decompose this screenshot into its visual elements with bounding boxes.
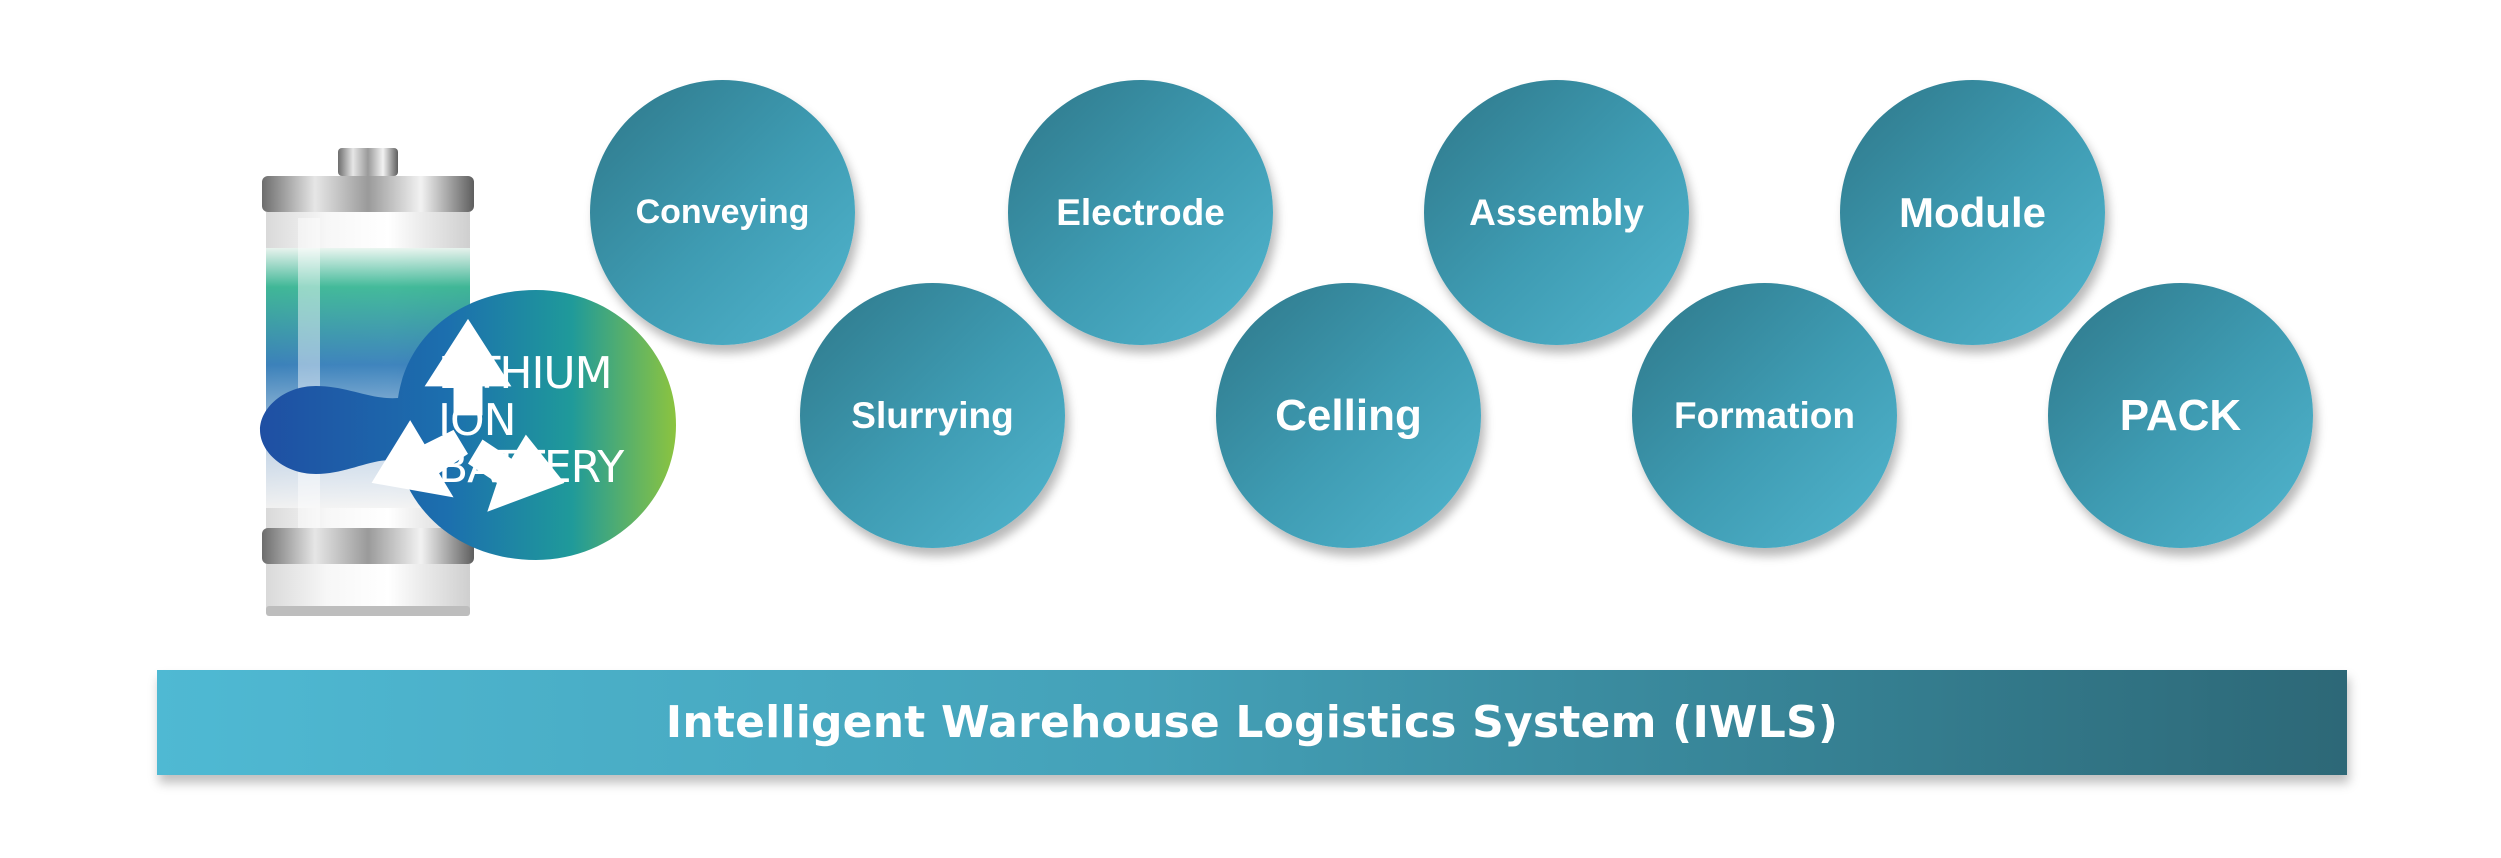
- step-label: Formation: [1674, 394, 1855, 436]
- step-formation: Formation: [1632, 283, 1897, 548]
- iwls-label: Intelligent Warehouse Logistics System (…: [665, 697, 1839, 748]
- recycle-icon: [371, 318, 565, 512]
- step-label: Conveying: [635, 193, 810, 231]
- step-label: Celling: [1275, 390, 1422, 440]
- step-module: Module: [1840, 80, 2105, 345]
- logo-text: LITHIUM ION BATTERY: [438, 348, 624, 493]
- logo-line-battery: BATTERY: [438, 442, 624, 493]
- step-pack: PACK: [2048, 283, 2313, 548]
- step-assembly: Assembly: [1424, 80, 1689, 345]
- logo-line-lithium: LITHIUM: [438, 348, 613, 399]
- step-conveying: Conveying: [590, 80, 855, 345]
- step-label: Module: [1899, 188, 2046, 236]
- lithium-ion-battery-logo: LITHIUM ION BATTERY: [258, 290, 678, 560]
- step-electrode: Electrode: [1008, 80, 1273, 345]
- step-label: PACK: [2119, 390, 2242, 440]
- step-slurrying: Slurrying: [800, 283, 1065, 548]
- logo-shape: [260, 290, 676, 560]
- step-label: Slurrying: [851, 394, 1014, 436]
- step-label: Assembly: [1469, 191, 1644, 233]
- step-celling: Celling: [1216, 283, 1481, 548]
- iwls-bar: Intelligent Warehouse Logistics System (…: [157, 670, 2347, 775]
- step-label: Electrode: [1056, 191, 1225, 233]
- logo-line-ion: ION: [438, 395, 517, 446]
